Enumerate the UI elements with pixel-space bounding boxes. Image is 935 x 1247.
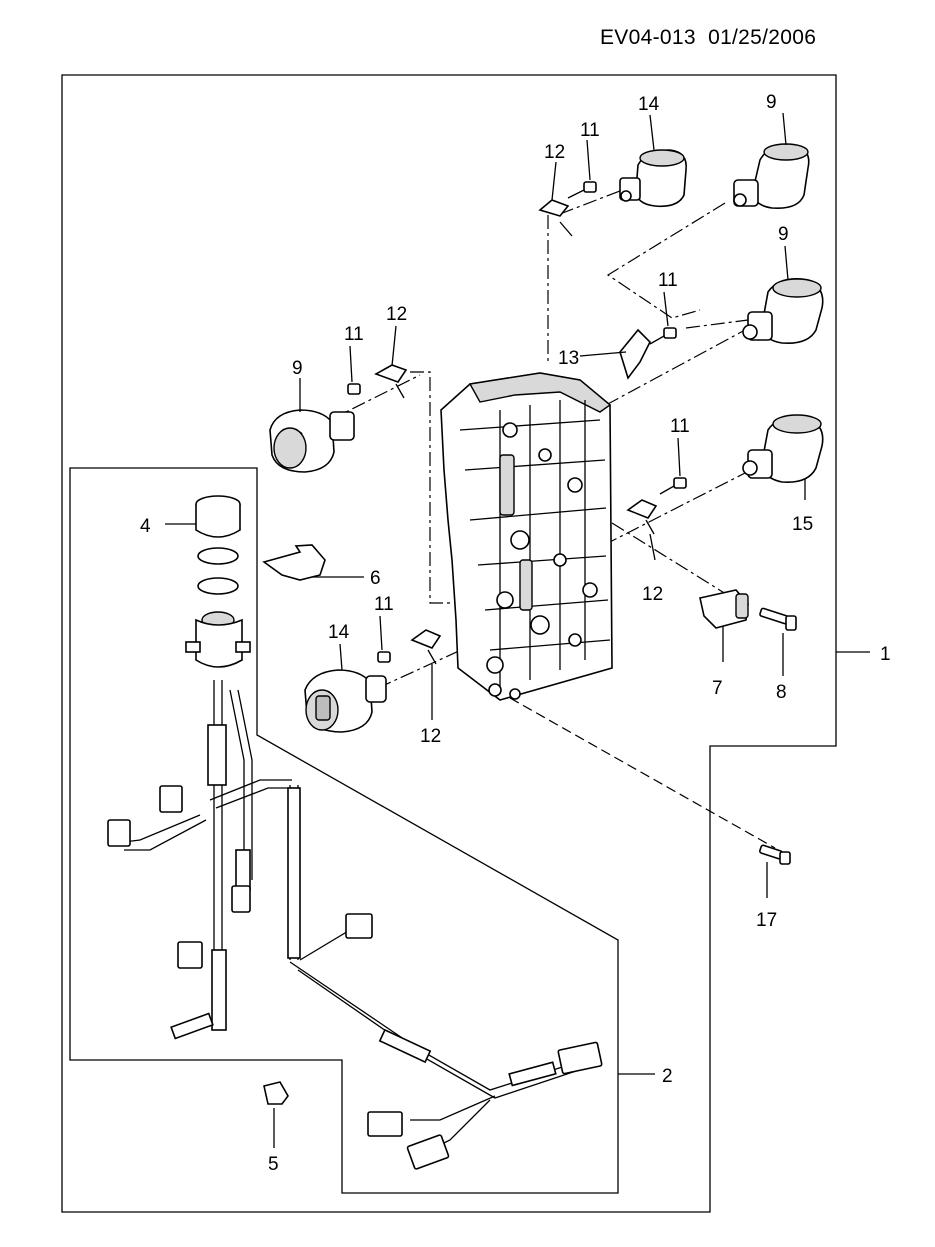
callout-6: 6 [370,568,381,589]
callout-2: 2 [662,1066,673,1087]
bolt-11-right [659,477,687,495]
callout-15: 15 [792,514,813,535]
solenoid-9-top [733,143,810,210]
bolt-11-top [567,181,597,199]
callout-1: 1 [880,644,891,665]
callout-9-left: 9 [292,358,303,379]
callout-12-right: 12 [642,584,663,605]
clip-6 [262,544,326,581]
callout-11-middle: 11 [658,270,678,291]
callout-9-top: 9 [766,92,777,113]
callout-12-top: 12 [544,142,565,163]
clip-5 [263,1081,289,1105]
plate-13 [619,328,651,380]
document-header: EV04-013 01/25/2006 [600,26,816,50]
callout-9-middle: 9 [778,224,789,245]
callout-5: 5 [268,1154,279,1175]
callout-12-left: 12 [386,304,407,325]
solenoid-9-left [269,409,355,473]
solenoid-15 [742,414,824,484]
callout-11-right: 11 [670,416,690,437]
harness-connector [185,611,251,668]
callout-11-top: 11 [580,120,600,141]
doc-date: 01/25/2006 [708,26,817,49]
callout-8: 8 [776,682,787,703]
clip-12-right [626,499,658,535]
bolt-8 [759,607,797,631]
wiring-harness [107,680,603,1170]
clip-12-bottom [410,629,442,665]
callout-7: 7 [712,678,723,699]
o-ring-lower [197,577,239,595]
callout-17: 17 [756,910,777,931]
callout-14-bottom: 14 [328,622,350,643]
assembly-frame-1 [61,74,837,1213]
clip-12-top [538,199,573,237]
bolt-17 [759,844,791,865]
o-ring-upper [197,547,239,565]
callout-12-bottom: 12 [420,726,441,747]
valve-body [440,372,613,701]
bolt-11-middle [649,327,677,345]
solenoid-9-middle [742,278,824,345]
callout-4: 4 [140,516,151,537]
bolt-11-bottom [377,651,391,663]
harness-frame-2 [69,467,619,1194]
solenoid-14-top [619,149,687,208]
sensor-7 [699,589,749,629]
clip-12-left [374,364,408,399]
callout-11-bottom: 11 [374,594,394,615]
callout-14-top: 14 [638,94,660,115]
callout-11-left: 11 [344,324,364,345]
solenoid-14-bottom [304,669,387,733]
bolt-11-left [347,383,361,395]
callout-13: 13 [558,348,579,369]
doc-code: EV04-013 [600,26,696,49]
cap-4 [195,495,241,538]
